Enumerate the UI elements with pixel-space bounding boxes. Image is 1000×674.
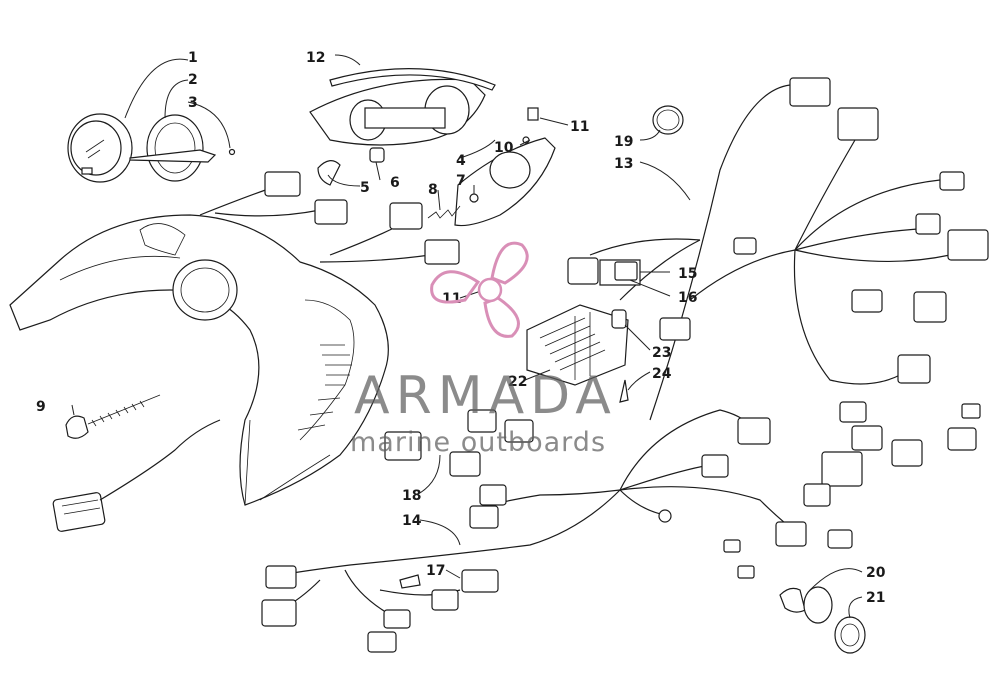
- main-connector: [52, 492, 106, 532]
- armada-watermark: ARMADA marine outboards: [350, 241, 617, 458]
- trim-strip: [329, 68, 496, 91]
- callout-5: 5: [360, 180, 370, 196]
- callout-13: 13: [614, 156, 633, 172]
- callout-15: 15: [678, 266, 697, 282]
- sender-unit: [779, 586, 833, 624]
- fuse-clip: [611, 309, 627, 329]
- retainer-clip: [527, 107, 539, 121]
- watermark-tagline: marine outboards: [350, 427, 606, 458]
- callout-3: 3: [188, 95, 198, 111]
- control-module: [526, 304, 629, 386]
- instrument-panel: [309, 78, 556, 227]
- callout-22: 22: [508, 374, 527, 390]
- spring: [427, 205, 461, 219]
- bulb: [369, 147, 385, 163]
- callout-21: 21: [866, 590, 885, 606]
- mounting-bolt: [65, 394, 161, 439]
- callout-24: 24: [652, 366, 672, 382]
- callout-1: 1: [188, 50, 198, 66]
- harness-connectors: [261, 77, 989, 653]
- callout-11-top: 11: [570, 119, 589, 135]
- gauge-bezel-ring: [129, 114, 217, 182]
- watermark-brand: ARMADA: [354, 366, 617, 426]
- gauge-screw: [228, 148, 236, 156]
- callout-7: 7: [456, 173, 466, 189]
- callout-4: 4: [456, 153, 466, 169]
- callout-6: 6: [390, 175, 400, 191]
- nut: [469, 193, 479, 203]
- leader-lines: [71, 54, 863, 619]
- callout-9: 9: [36, 399, 46, 415]
- propeller-logo-icon: [430, 241, 529, 338]
- callout-8: 8: [428, 182, 438, 198]
- callout-2: 2: [188, 72, 198, 88]
- callout-12: 12: [306, 50, 325, 66]
- callout-10: 10: [494, 140, 514, 156]
- callout-11-mid: 11: [442, 291, 461, 307]
- callout-18: 18: [402, 488, 421, 504]
- callout-19: 19: [614, 134, 633, 150]
- bulb-socket: [317, 160, 341, 186]
- callout-16: 16: [678, 290, 697, 306]
- module-screw: [619, 379, 629, 403]
- grommet: [834, 616, 866, 654]
- callout-20: 20: [866, 565, 886, 581]
- speedometer-gauge: [67, 113, 133, 183]
- callouts: 1 2 3 12 11 10 4 5 6 7 8 11 19 13 15 16 …: [36, 50, 886, 606]
- hood-nacelle: [9, 214, 389, 506]
- callout-23: 23: [652, 345, 671, 361]
- callout-14: 14: [402, 513, 422, 529]
- callout-17: 17: [426, 563, 445, 579]
